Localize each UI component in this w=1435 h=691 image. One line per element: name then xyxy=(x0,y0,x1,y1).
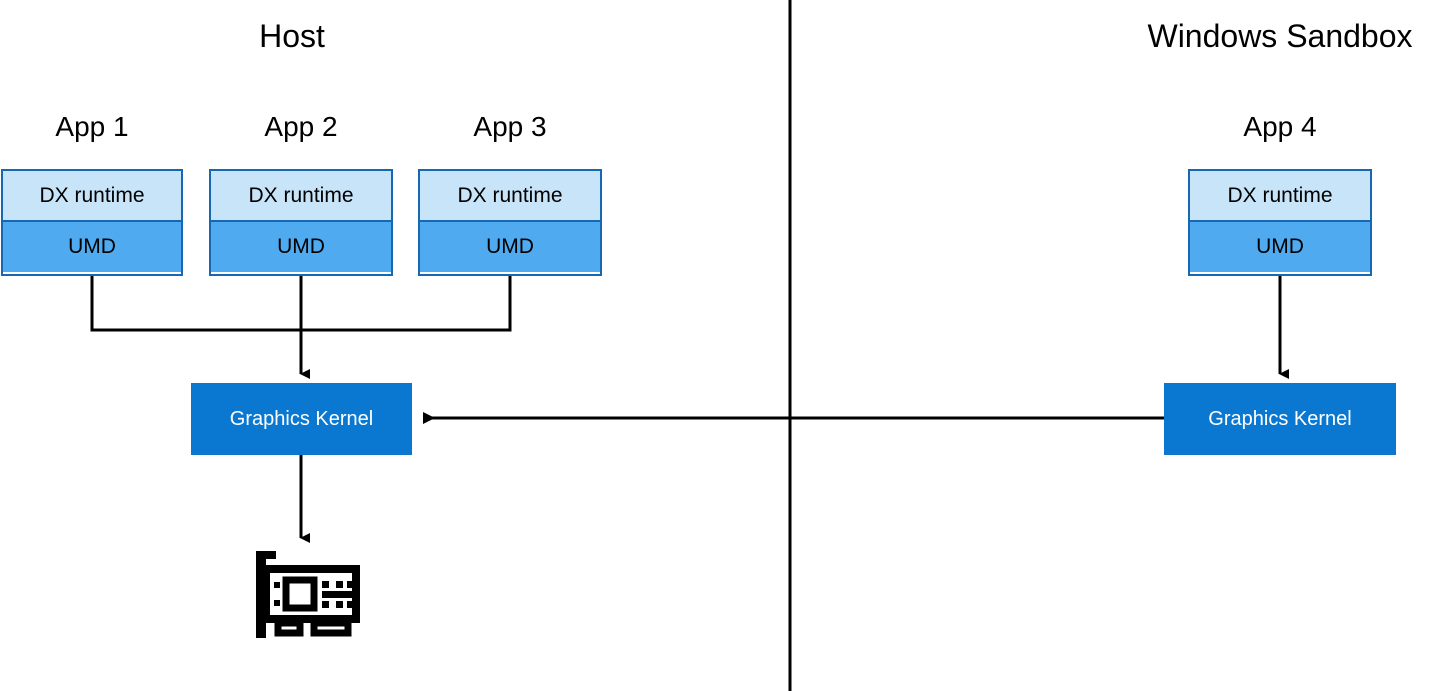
app-label-app1: App 1 xyxy=(55,111,129,142)
zone-title-sandbox: Windows Sandbox xyxy=(1147,18,1413,54)
app-label-app4: App 4 xyxy=(1243,111,1317,142)
layer-umd-app2: UMD xyxy=(211,222,391,272)
app-stack-app4: DX runtime UMD xyxy=(1188,169,1372,276)
graphics-card-icon xyxy=(252,547,362,647)
layer-umd-app1: UMD xyxy=(3,222,181,272)
graphics-kernel-sandbox: Graphics Kernel xyxy=(1164,383,1396,455)
layer-dx-runtime-app2: DX runtime xyxy=(211,171,391,222)
layer-dx-runtime-app4: DX runtime xyxy=(1190,171,1370,222)
zone-title-host: Host xyxy=(259,18,325,54)
app-stack-app1: DX runtime UMD xyxy=(1,169,183,276)
app-stack-app3: DX runtime UMD xyxy=(418,169,602,276)
app-stack-app2: DX runtime UMD xyxy=(209,169,393,276)
app-label-app2: App 2 xyxy=(264,111,338,142)
layer-dx-runtime-app3: DX runtime xyxy=(420,171,600,222)
layer-dx-runtime-app1: DX runtime xyxy=(3,171,181,222)
app-label-app3: App 3 xyxy=(473,111,547,142)
graphics-kernel-host: Graphics Kernel xyxy=(191,383,412,455)
connector-app3-to-bus xyxy=(301,275,512,332)
connector-app1-to-bus xyxy=(90,275,301,332)
layer-umd-app3: UMD xyxy=(420,222,600,272)
layer-umd-app4: UMD xyxy=(1190,222,1370,272)
